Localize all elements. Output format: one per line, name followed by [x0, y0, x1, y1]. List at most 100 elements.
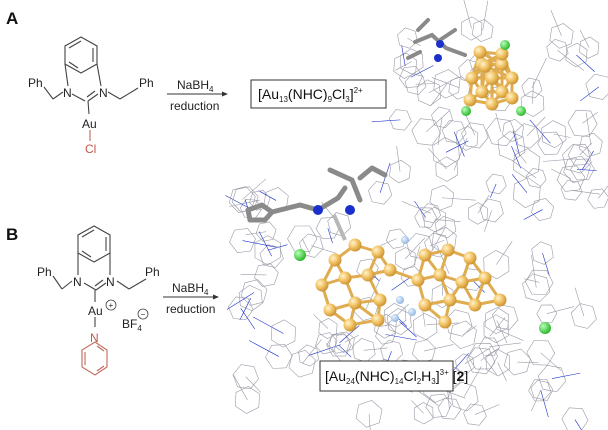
ligand-bond — [368, 413, 371, 430]
ligand-bond — [253, 316, 284, 334]
ligand-ring — [368, 181, 393, 205]
ligand-ring — [328, 331, 351, 354]
ligand-bond — [579, 142, 593, 155]
ligand-ring — [467, 202, 488, 225]
ligand-bond — [428, 76, 458, 93]
ligand-bond — [258, 231, 272, 257]
ligand-bond — [258, 190, 277, 201]
gold-atom-label: Au — [82, 117, 97, 131]
ligand-ring — [423, 206, 447, 233]
ligand-ring — [385, 228, 407, 249]
gold-atom — [441, 243, 455, 257]
ligand-ring — [570, 303, 597, 329]
product-a-box — [250, 79, 387, 109]
ligand-bond — [453, 138, 468, 171]
ligand-ring — [525, 269, 554, 295]
product-b-box — [319, 360, 454, 392]
gold-atom — [495, 47, 509, 61]
ligand-bond — [489, 183, 497, 198]
ligand-bond — [482, 356, 497, 375]
ligand-ring — [298, 344, 319, 367]
ligand-bond — [574, 287, 585, 317]
ligand-ring — [467, 343, 499, 370]
ligand-ring — [355, 400, 383, 428]
ligand-bond — [571, 190, 601, 195]
ligand-bond — [512, 130, 521, 156]
ligand-ring — [503, 348, 531, 376]
ligand-ring — [384, 303, 407, 328]
ligand-bond — [496, 320, 508, 344]
ligand-bond — [245, 231, 267, 236]
au13-cluster-model — [406, 18, 526, 116]
ligand-bond — [524, 278, 540, 283]
gold-atom — [433, 268, 447, 282]
ligand-bond — [242, 178, 267, 200]
ligand-ring — [389, 159, 411, 184]
ligand-bond — [434, 219, 461, 223]
ligand-bond — [580, 86, 599, 102]
ligand-bond — [464, 366, 482, 397]
ligand-ring — [528, 379, 554, 402]
ligand-bond — [579, 29, 590, 48]
ligand-ring — [537, 364, 567, 393]
ligand-bond — [267, 244, 288, 251]
chlorine-atom — [516, 106, 526, 116]
ligand-ring — [397, 27, 418, 49]
ligand-ring — [522, 273, 551, 302]
ligand-ring — [238, 284, 263, 312]
ligand-bond — [463, 0, 472, 29]
ligand-ring — [460, 16, 483, 41]
gold-atom — [485, 97, 499, 111]
ligand-bond — [471, 279, 485, 293]
ligand-ring — [567, 144, 592, 166]
ligand-bond — [405, 237, 426, 259]
ligand-ring — [567, 109, 598, 137]
ligand-ring — [441, 120, 467, 144]
gold-atom — [493, 293, 507, 307]
ligand-ring — [561, 407, 589, 430]
chloride-label: Cl — [85, 142, 96, 156]
ligand-bond — [551, 168, 572, 179]
ligand-bond — [577, 169, 597, 171]
gold-atom — [361, 268, 375, 282]
ligand-bond — [551, 372, 581, 379]
ligand-bond — [453, 131, 465, 157]
ligand-ring — [512, 148, 540, 179]
ligand-ring — [411, 118, 441, 146]
ligand-ring — [514, 123, 540, 149]
gold-atom — [383, 263, 397, 277]
ligand-ring — [229, 228, 256, 254]
hydrogen-atom — [396, 296, 404, 304]
ligand-ring — [386, 308, 412, 335]
au24-cluster-model — [245, 165, 551, 334]
ligand-bond — [344, 335, 359, 343]
ligand-ring — [433, 69, 461, 99]
condition-b-label: reduction — [166, 302, 215, 316]
ligand-ring — [429, 184, 455, 211]
phenyl-right-label: Ph — [139, 76, 154, 90]
ligand-bond — [380, 238, 397, 246]
ligand-ring — [288, 349, 316, 378]
ligand-ring — [478, 337, 500, 357]
ligand-bond — [379, 162, 391, 193]
ligand-ring — [579, 36, 600, 59]
gold-atom — [371, 245, 385, 259]
ligand-bond — [489, 342, 521, 348]
ligand-bond — [531, 254, 537, 288]
gold-atom — [418, 298, 432, 312]
phenyl-right-label: Ph — [145, 265, 160, 279]
ligand-bond — [441, 197, 476, 201]
ligand-ring — [356, 258, 379, 280]
ligand-ring — [431, 106, 453, 129]
ligand-bond — [445, 140, 469, 153]
ligand-ring — [411, 339, 436, 363]
ligand-ring — [585, 73, 608, 100]
ligand-ring — [565, 42, 588, 68]
ligand-ring — [455, 125, 479, 151]
ligand-ring — [420, 203, 441, 224]
gold-atom — [343, 318, 357, 332]
ligand-bond — [437, 117, 443, 146]
ligand-ring — [484, 307, 510, 335]
ligand-ring — [587, 188, 608, 209]
ligand-ring — [562, 143, 592, 174]
